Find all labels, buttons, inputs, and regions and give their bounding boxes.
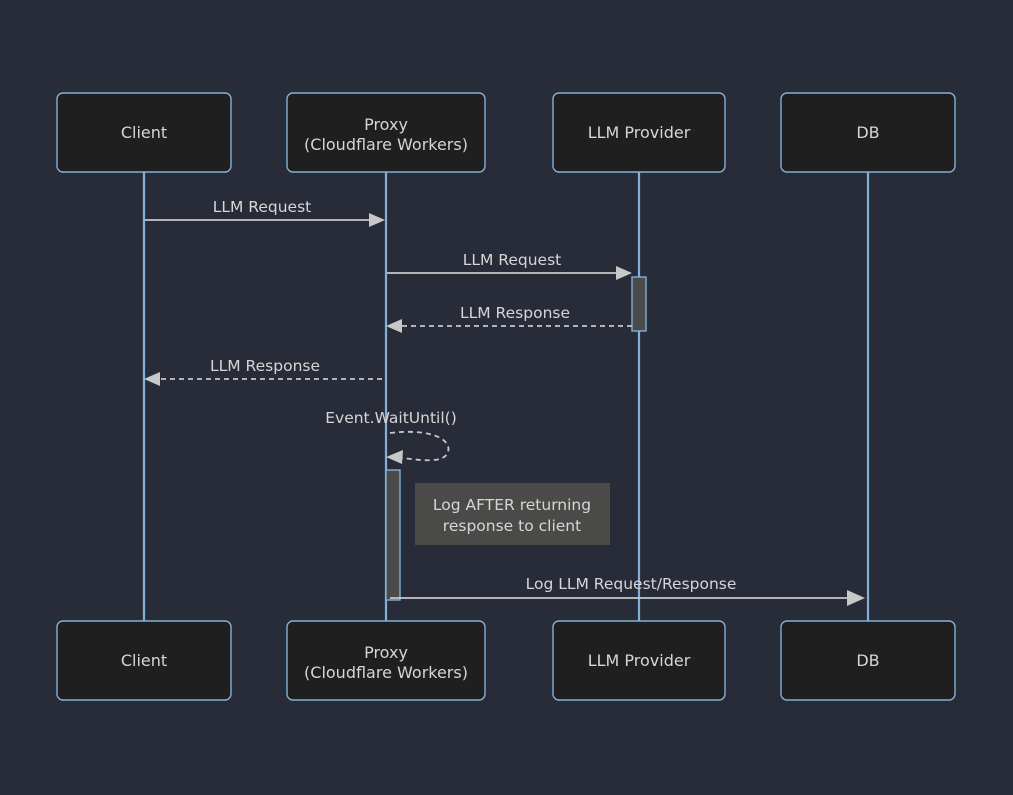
participant-box: [286, 620, 486, 701]
arrow-head-right: [616, 266, 632, 280]
participant-label-line2: (Cloudflare Workers): [304, 135, 468, 154]
participant-label: LLM Provider: [588, 123, 691, 142]
lifelines: [142, 172, 870, 622]
message-label: Log LLM Request/Response: [526, 575, 737, 593]
participant-client-bottom[interactable]: Client: [56, 620, 232, 701]
participant-box: [286, 92, 486, 173]
message-label: Event.WaitUntil(): [325, 409, 457, 427]
participant-box: [56, 620, 232, 701]
participant-label: Client: [121, 651, 167, 670]
self-loop-path: [389, 431, 450, 462]
participant-proxy-top[interactable]: Proxy (Cloudflare Workers): [286, 92, 486, 173]
arrow-head-left: [386, 450, 403, 464]
participant-client-top[interactable]: Client: [56, 92, 232, 173]
participant-box: [780, 92, 956, 173]
message-llm-request-client-proxy[interactable]: LLM Request: [145, 198, 385, 227]
participant-label: DB: [856, 651, 879, 670]
participant-label-line1: Proxy: [364, 115, 408, 134]
arrow-head-left: [144, 372, 160, 386]
message-label: LLM Request: [463, 251, 562, 269]
participant-box: [552, 92, 726, 173]
note-label-line1: Log AFTER returning: [433, 496, 591, 514]
participant-proxy-bottom[interactable]: Proxy (Cloudflare Workers): [286, 620, 486, 701]
activation-bar-proxy: [385, 469, 401, 601]
message-label: LLM Response: [210, 357, 320, 375]
participant-box: [552, 620, 726, 701]
activation-bars: [385, 276, 647, 601]
participant-label: Client: [121, 123, 167, 142]
note-log-after-returning: Log AFTER returning response to client: [415, 483, 610, 545]
participant-provider-bottom[interactable]: LLM Provider: [552, 620, 726, 701]
arrow-head-right: [369, 213, 385, 227]
participant-box: [780, 620, 956, 701]
participant-db-bottom[interactable]: DB: [780, 620, 956, 701]
message-label: LLM Request: [213, 198, 312, 216]
participant-label: LLM Provider: [588, 651, 691, 670]
message-event-waituntil-self-loop[interactable]: Event.WaitUntil(): [325, 409, 457, 464]
participants-top: Client Proxy (Cloudflare Workers) LLM Pr…: [56, 92, 956, 173]
participants-bottom: Client Proxy (Cloudflare Workers) LLM Pr…: [56, 620, 956, 701]
note-box: [415, 483, 610, 545]
activation-bar-provider: [631, 276, 647, 332]
message-label: LLM Response: [460, 304, 570, 322]
participant-label: DB: [856, 123, 879, 142]
participant-label-line2: (Cloudflare Workers): [304, 663, 468, 682]
arrow-head-left: [386, 319, 402, 333]
participant-label-line1: Proxy: [364, 643, 408, 662]
participant-box: [56, 92, 232, 173]
message-log-llm-request-response[interactable]: Log LLM Request/Response: [390, 575, 865, 606]
participant-provider-top[interactable]: LLM Provider: [552, 92, 726, 173]
message-llm-response-provider-proxy[interactable]: LLM Response: [386, 304, 632, 333]
message-llm-request-proxy-provider[interactable]: LLM Request: [387, 251, 632, 280]
participant-db-top[interactable]: DB: [780, 92, 956, 173]
arrow-head-right: [847, 590, 865, 606]
message-llm-response-proxy-client[interactable]: LLM Response: [144, 357, 382, 386]
note-label-line2: response to client: [443, 517, 581, 535]
